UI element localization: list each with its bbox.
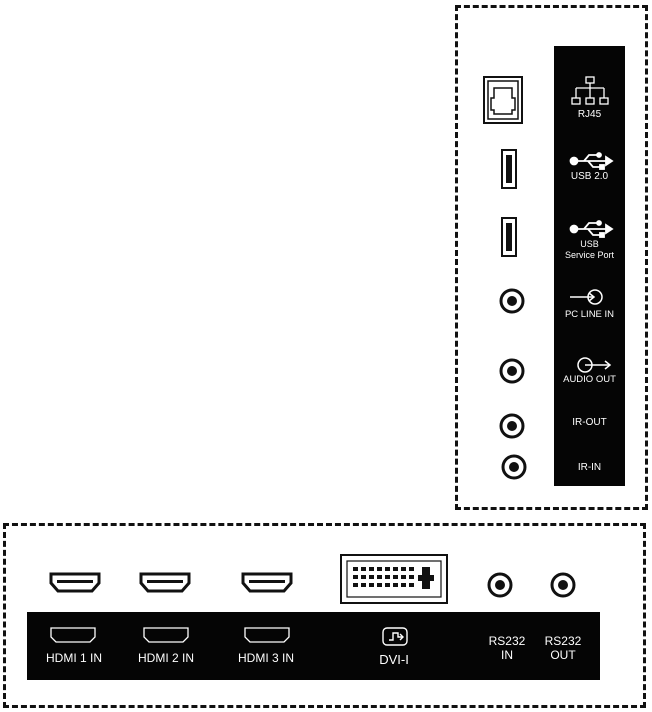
hdmi-3-label: HDMI 3 IN <box>237 651 294 665</box>
hdmi-icon <box>143 627 189 643</box>
dvi-pin <box>361 583 366 587</box>
bottom-label-strip <box>27 612 600 680</box>
dvi-pin <box>353 575 358 579</box>
dvi-pin <box>353 567 358 571</box>
audio-out-label: AUDIO OUT <box>563 374 616 385</box>
network-icon <box>571 76 609 105</box>
hdmi-2-label: HDMI 2 IN <box>137 651 194 665</box>
pc-line-in-jack <box>499 288 525 314</box>
dvi-pin <box>409 583 414 587</box>
usb-2-label: USB 2.0 <box>570 171 609 182</box>
ir-out-label: IR-OUT <box>572 417 607 428</box>
rs232-out-jack <box>550 572 576 598</box>
ir-in-label: IR-IN <box>577 462 602 473</box>
dvi-pin <box>409 567 414 571</box>
hdmi-icon <box>50 627 96 643</box>
dvi-pin <box>385 575 390 579</box>
rj45-port <box>483 76 523 124</box>
audio-out-jack <box>499 358 525 384</box>
dvi-pin <box>401 575 406 579</box>
usb-service-port <box>501 217 517 257</box>
dvi-pin <box>377 583 382 587</box>
dvi-pin <box>393 583 398 587</box>
side-connector-panel <box>455 5 648 510</box>
dvi-pin <box>393 567 398 571</box>
hdmi-icon <box>244 627 290 643</box>
hdmi-3-port <box>241 572 293 593</box>
ir-out-jack <box>499 413 525 439</box>
usb-icon <box>569 152 614 170</box>
dvi-pin <box>377 575 382 579</box>
ir-in-jack <box>501 454 527 480</box>
dvi-pin <box>369 567 374 571</box>
rj45-label: RJ45 <box>577 109 602 120</box>
hdmi-2-port <box>139 572 191 593</box>
bottom-strip-icons <box>50 627 408 646</box>
bottom-connector-panel <box>3 523 646 708</box>
rs232-out-label: RS232 OUT <box>544 634 582 662</box>
dvi-pin <box>353 583 358 587</box>
dvi-pin <box>385 567 390 571</box>
dvi-pin <box>393 575 398 579</box>
dvi-pin <box>409 575 414 579</box>
dvi-pin <box>377 567 382 571</box>
usb-service-port-label: USB Service Port <box>564 239 615 260</box>
audio-in-icon <box>570 289 603 305</box>
dvi-pin <box>369 575 374 579</box>
hdmi-1-port <box>49 572 101 593</box>
side-label-strip <box>554 46 625 486</box>
usb-icon <box>569 220 614 238</box>
dvi-pin <box>401 567 406 571</box>
dvi-i-label: DVI-I <box>379 652 409 667</box>
dvi-pin <box>369 583 374 587</box>
dvi-pin <box>361 567 366 571</box>
rs232-in-label: RS232 IN <box>488 634 526 662</box>
usb-2-port <box>501 149 517 189</box>
hdmi-1-label: HDMI 1 IN <box>45 651 102 665</box>
dvi-i-port <box>340 554 448 604</box>
dvi-pin <box>385 583 390 587</box>
side-strip-icons <box>569 76 614 373</box>
audio-out-icon <box>577 357 612 373</box>
rs232-in-jack <box>487 572 513 598</box>
bottom-connectors <box>49 554 576 604</box>
side-connectors <box>483 76 527 480</box>
pc-line-in-label: PC LINE IN <box>564 309 615 320</box>
dvi-pin <box>401 583 406 587</box>
dvi-pin <box>361 575 366 579</box>
dvi-icon <box>382 627 408 646</box>
